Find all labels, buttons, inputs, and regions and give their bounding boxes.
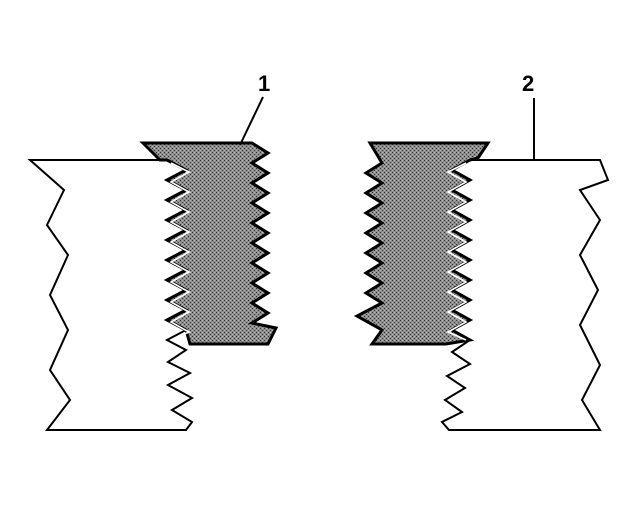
callout-2-label: 2 — [522, 71, 534, 96]
callout-1-label: 1 — [258, 71, 270, 96]
right-insert-coil-edge — [446, 162, 468, 341]
left-insert-coil-edge — [169, 162, 191, 341]
callout-1-leader — [239, 96, 264, 146]
right-thread-insert — [353, 141, 491, 346]
